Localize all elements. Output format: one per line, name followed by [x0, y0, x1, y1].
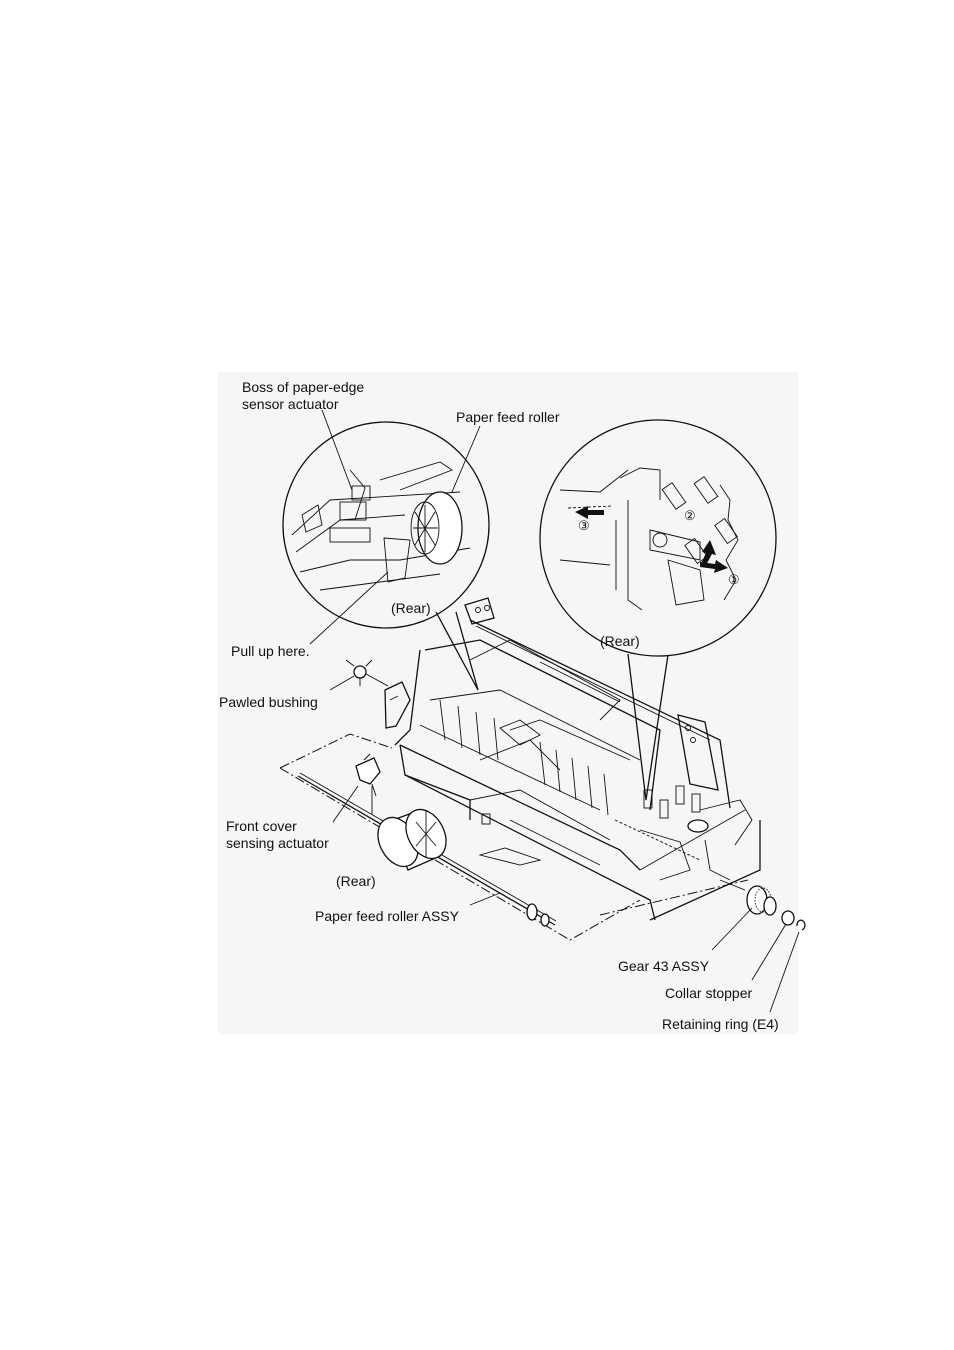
exploded-parts	[280, 676, 805, 1012]
label-collar-stopper: Collar stopper	[665, 985, 752, 1001]
label-rear-left: (Rear)	[391, 600, 431, 616]
label-rear-bottom: (Rear)	[336, 873, 376, 889]
label-roller-assy: Paper feed roller ASSY	[315, 908, 459, 924]
label-gear-43: Gear 43 ASSY	[618, 958, 709, 974]
label-rear-right: (Rear)	[600, 633, 640, 649]
left-detail-callout	[283, 410, 489, 690]
label-pawled-bushing: Pawled bushing	[219, 694, 318, 710]
label-retaining-ring: Retaining ring (E4)	[662, 1016, 779, 1032]
step-2-marker: ②	[684, 508, 696, 524]
label-boss-actuator-line2: sensor actuator	[242, 396, 339, 412]
main-unit-drawing	[346, 598, 760, 920]
label-pull-up: Pull up here.	[231, 643, 310, 659]
label-front-cover-line2: sensing actuator	[226, 835, 329, 851]
step-3-marker: ③	[578, 518, 590, 534]
label-boss-actuator-line1: Boss of paper-edge	[242, 379, 364, 395]
label-paper-feed-roller: Paper feed roller	[456, 409, 560, 425]
step-1-marker: ①	[728, 572, 740, 588]
label-front-cover-line1: Front cover	[226, 818, 297, 834]
